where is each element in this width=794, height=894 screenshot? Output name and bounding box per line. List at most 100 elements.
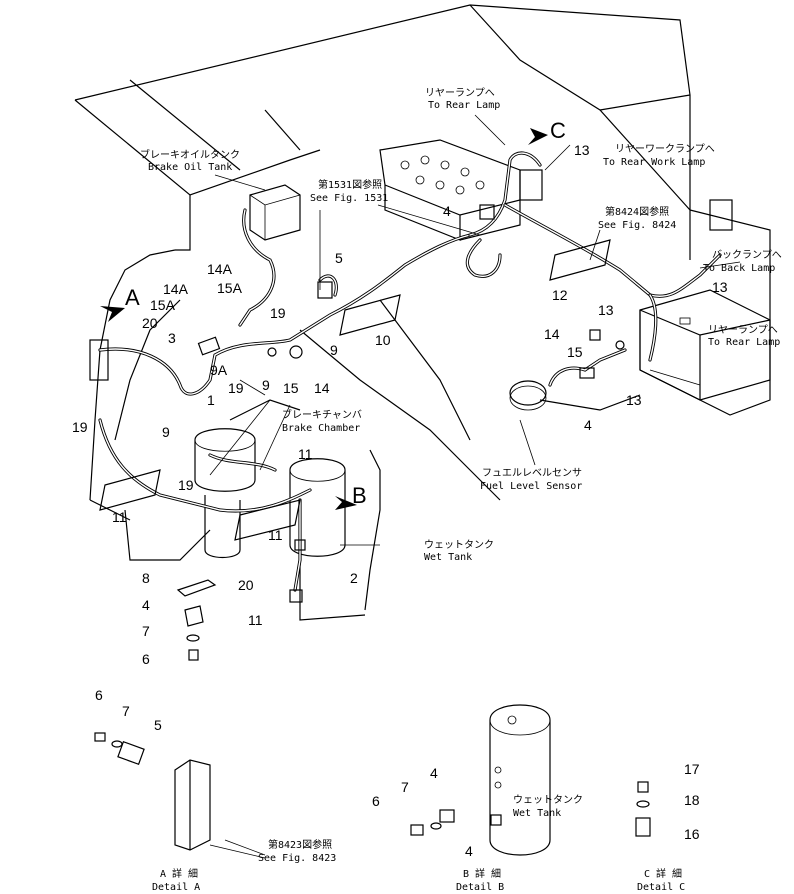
- part-15A-b: 15A: [150, 297, 176, 313]
- label-to-rear-lamp-jp-right: リヤーランプへ: [708, 324, 778, 336]
- label-brake-chamber-en: Brake Chamber: [282, 423, 360, 434]
- label-wet-tank-detail-jp: ウェットタンク: [513, 794, 583, 806]
- label-to-back-lamp-en: To Back Lamp: [703, 263, 775, 274]
- part-15A-a: 15A: [217, 280, 243, 296]
- label-fuel-level-sensor-en: Fuel Level Sensor: [480, 481, 582, 492]
- part-14: 14: [314, 380, 330, 396]
- part-15-b: 15: [567, 344, 583, 360]
- detail-b-drawing: [410, 704, 551, 856]
- part-19-b: 19: [228, 380, 244, 396]
- label-see-8423-jp: 第8423図参照: [268, 838, 332, 851]
- part-9-b: 9: [262, 377, 270, 393]
- brake-chamber: [194, 428, 256, 559]
- part-9A: 9A: [210, 362, 228, 378]
- label-detail-c-en: Detail C: [637, 882, 685, 893]
- label-see-8424-jp: 第8424図参照: [605, 205, 669, 218]
- labels: ブレーキオイルタンク Brake Oil Tank 第1531図参照 See F…: [140, 87, 782, 893]
- detail-c-part-17: 17: [684, 761, 700, 777]
- label-see-8424-en: See Fig. 8424: [598, 220, 676, 231]
- detail-c-part-16: 16: [684, 826, 700, 842]
- part-11-b: 11: [268, 527, 283, 543]
- part-stack-lower-left: [176, 579, 217, 661]
- callout-letters: A B C: [125, 118, 566, 508]
- detail-c-drawing: [635, 781, 651, 837]
- part-6: 6: [142, 651, 150, 667]
- detail-b-part-7: 7: [401, 779, 409, 795]
- label-see-1531-jp: 第1531図参照: [318, 178, 382, 191]
- label-to-rear-work-lamp-jp: リヤーワークランプへ: [615, 143, 715, 155]
- battery-box: [639, 289, 771, 401]
- part-9-c: 9: [330, 342, 338, 358]
- label-wet-tank-jp: ウェットタンク: [424, 539, 494, 551]
- part-3: 3: [168, 330, 176, 346]
- label-see-8423-en: See Fig. 8423: [258, 853, 336, 864]
- label-wet-tank-detail-en: Wet Tank: [513, 808, 561, 819]
- part-2: 2: [350, 570, 358, 586]
- label-detail-a-jp: A 詳 細: [160, 867, 198, 880]
- part-19-a: 19: [270, 305, 286, 321]
- part-14A-a: 14A: [207, 261, 233, 277]
- detail-a-part-7: 7: [122, 703, 130, 719]
- callout-arrows: [100, 128, 548, 510]
- part-19-d: 19: [178, 477, 194, 493]
- clamps: [89, 169, 733, 603]
- detail-b-part-4-b: 4: [465, 843, 473, 859]
- part-14-b: 14: [544, 326, 560, 342]
- label-detail-b-jp: B 詳 細: [463, 867, 501, 880]
- part-4-a: 4: [443, 203, 451, 219]
- part-numbers: 1 2 3 4 4 4 5 6 7 8 9 9 9 9A 10 11 11 11…: [72, 142, 728, 859]
- detail-b-part-6: 6: [372, 793, 380, 809]
- label-detail-c-jp: C 詳 細: [644, 867, 682, 880]
- part-13-d: 13: [626, 392, 642, 408]
- part-11-a: 11: [112, 509, 127, 525]
- detail-a-part-6: 6: [95, 687, 103, 703]
- part-1: 1: [207, 392, 215, 408]
- label-brake-oil-tank-en: Brake Oil Tank: [148, 162, 232, 173]
- tie-markers: [99, 239, 611, 541]
- part-4-b: 4: [584, 417, 592, 433]
- wiring-harness: [98, 151, 722, 592]
- part-15: 15: [283, 380, 299, 396]
- machine-body-outline: [74, 4, 771, 621]
- callout-a: A: [125, 285, 140, 310]
- part-14A-b: 14A: [163, 281, 189, 297]
- detail-c-part-18: 18: [684, 792, 700, 808]
- part-11-d: 11: [248, 612, 263, 628]
- fuel-level-sensor: [509, 380, 547, 411]
- part-8: 8: [142, 570, 150, 586]
- label-see-1531-en: See Fig. 1531: [310, 193, 388, 204]
- label-fuel-level-sensor-jp: フュエルレベルセンサ: [482, 467, 582, 479]
- detail-b-part-4-a: 4: [430, 765, 438, 781]
- label-to-back-lamp-jp: バックランプへ: [712, 249, 782, 261]
- label-to-rear-lamp-jp-top: リヤーランプへ: [425, 87, 495, 99]
- label-brake-oil-tank-jp: ブレーキオイルタンク: [140, 148, 240, 161]
- brake-oil-tank: [249, 184, 301, 241]
- part-13-b: 13: [598, 302, 614, 318]
- label-brake-chamber-jp: ブレーキチャンバ: [282, 408, 362, 421]
- detail-a-drawing: [94, 732, 211, 851]
- part-4-c: 4: [142, 597, 150, 613]
- callout-c: C: [550, 118, 566, 143]
- label-detail-b-en: Detail B: [456, 882, 504, 893]
- label-to-rear-lamp-en-top: To Rear Lamp: [428, 100, 500, 111]
- part-20-b: 20: [238, 577, 254, 593]
- part-12: 12: [552, 287, 568, 303]
- callout-b: B: [352, 483, 367, 508]
- part-13-c: 13: [712, 279, 728, 295]
- label-to-rear-lamp-en-right: To Rear Lamp: [708, 337, 780, 348]
- part-10: 10: [375, 332, 391, 348]
- part-9-a: 9: [162, 424, 170, 440]
- part-13-a: 13: [574, 142, 590, 158]
- leader-lines: [209, 114, 741, 859]
- part-5: 5: [335, 250, 343, 266]
- part-11-c: 11: [298, 446, 313, 462]
- engine-block: [379, 139, 521, 241]
- detail-a-part-5: 5: [154, 717, 162, 733]
- part-7: 7: [142, 623, 150, 639]
- label-detail-a-en: Detail A: [152, 882, 200, 893]
- part-20-a: 20: [142, 315, 158, 331]
- label-wet-tank-en: Wet Tank: [424, 552, 472, 563]
- label-to-rear-work-lamp-en: To Rear Work Lamp: [603, 157, 705, 168]
